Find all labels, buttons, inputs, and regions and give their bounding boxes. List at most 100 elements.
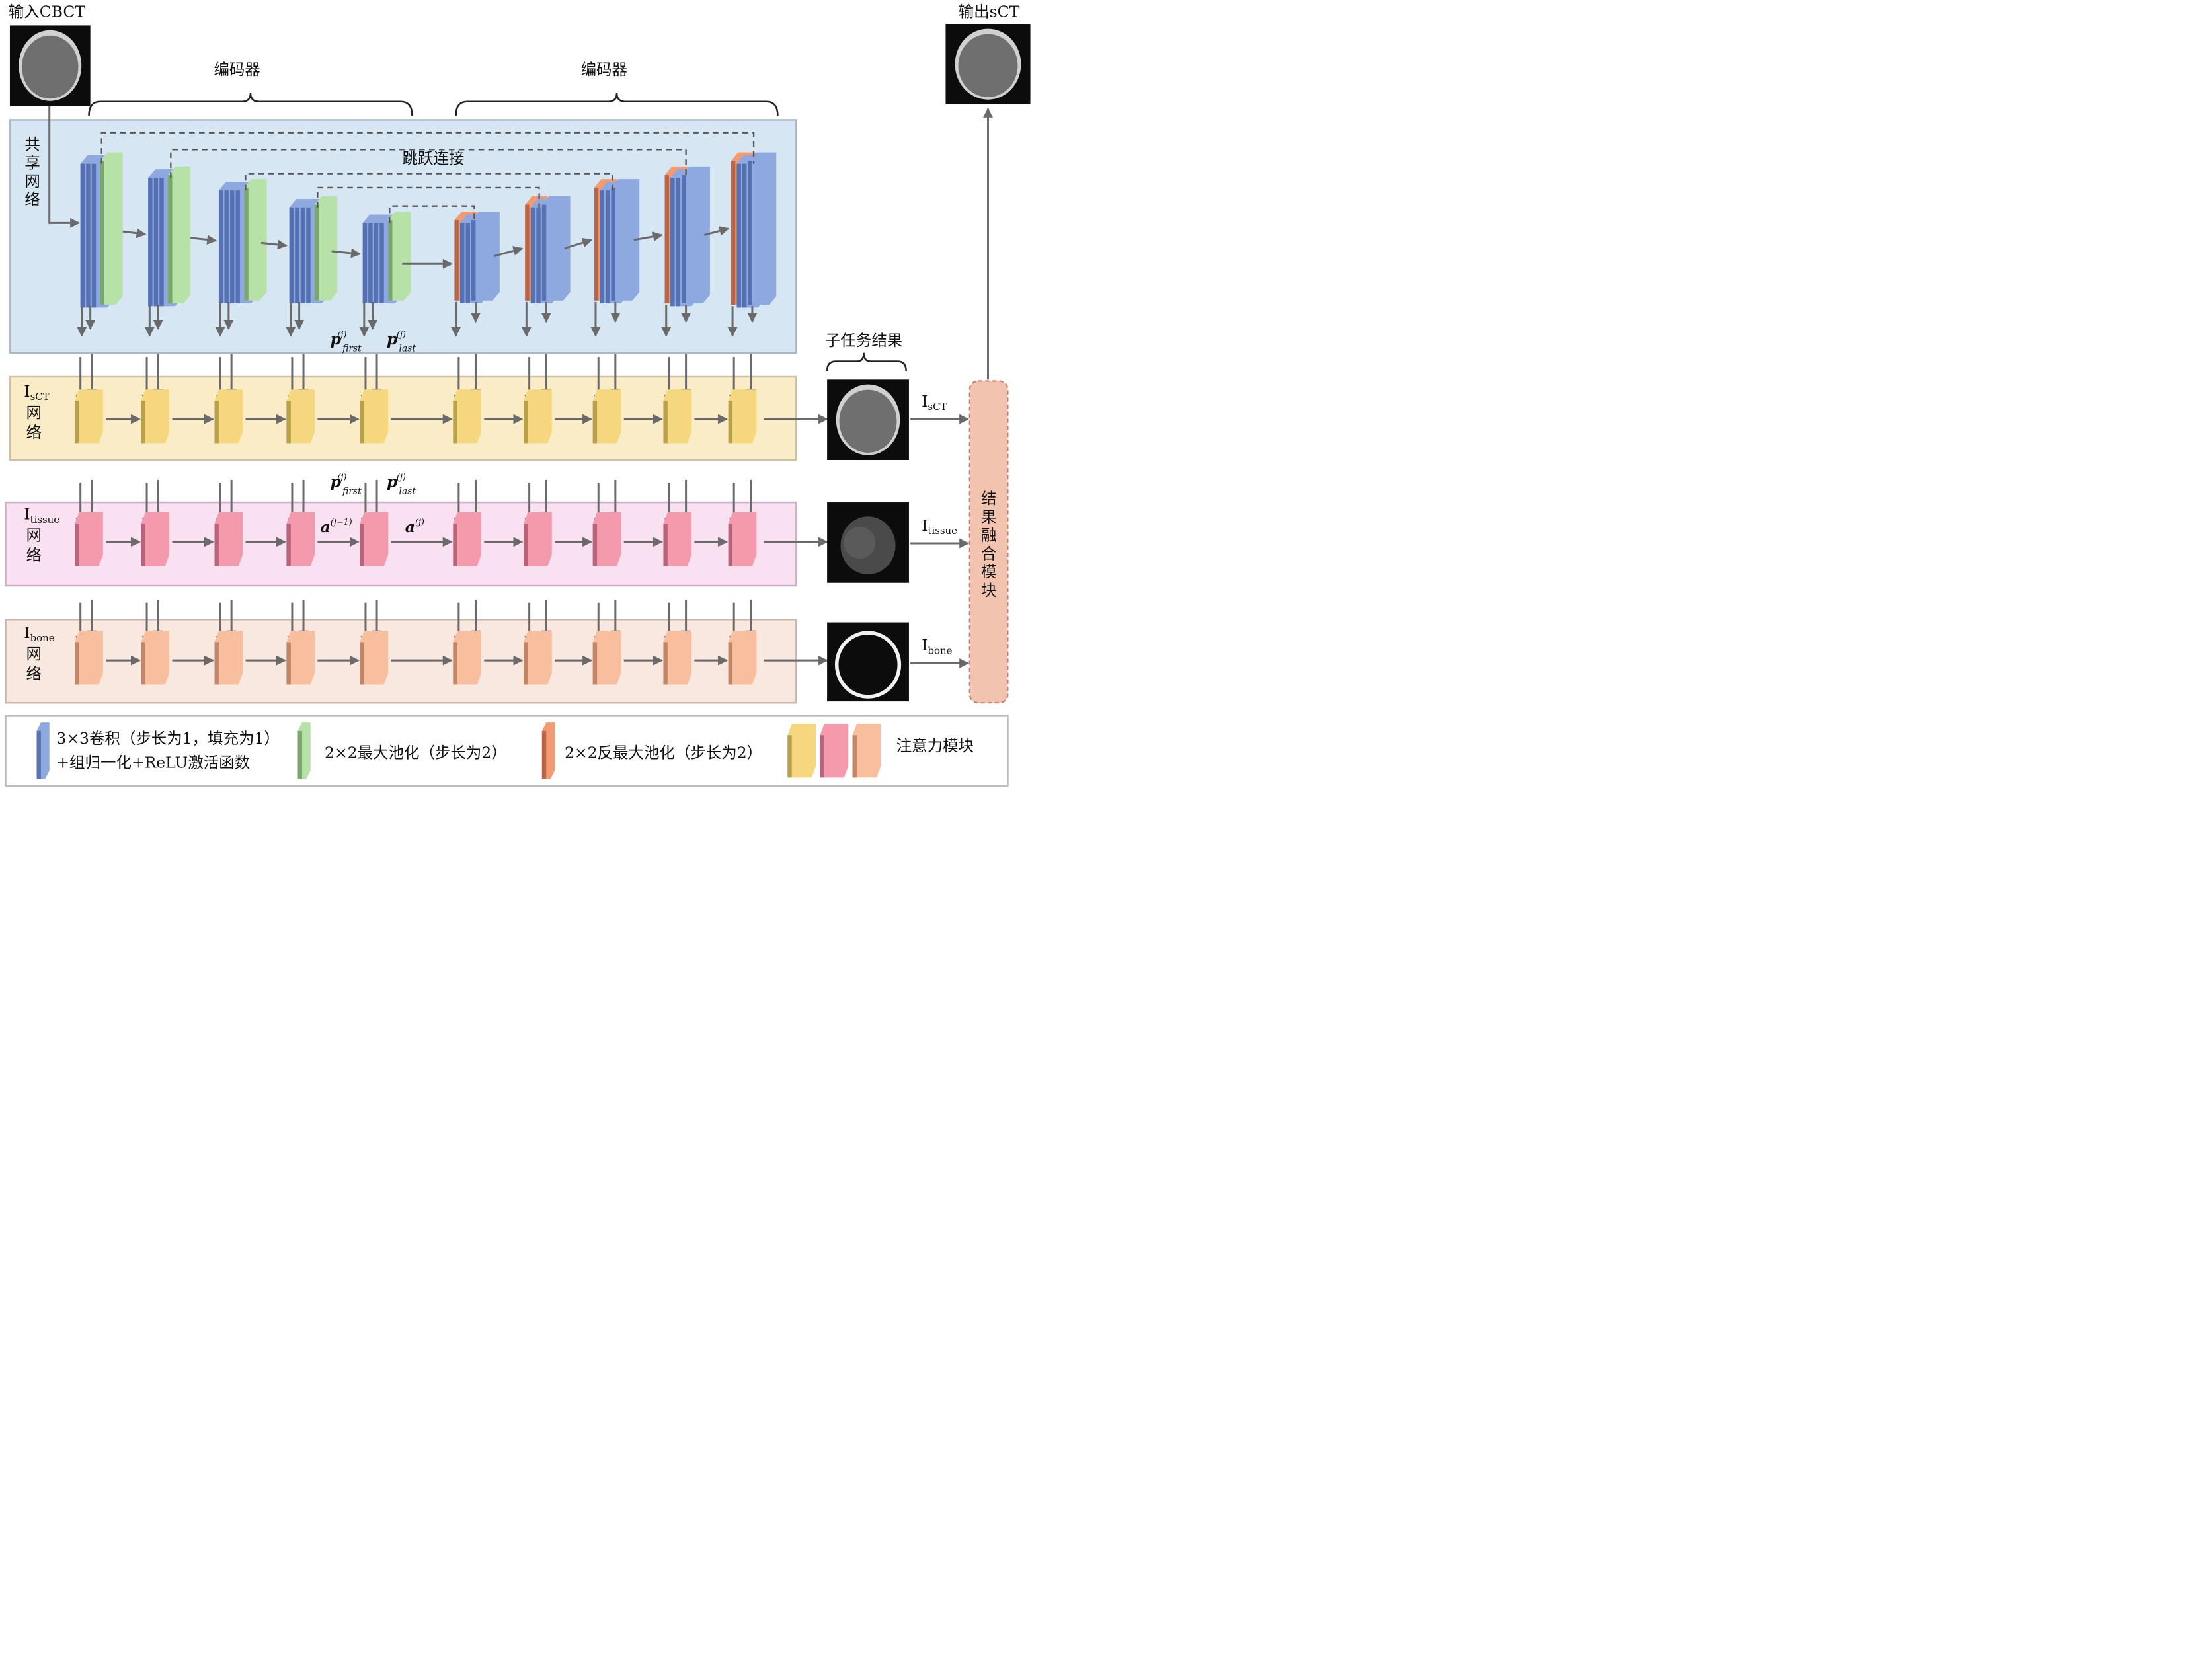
conv-layer-edge — [80, 163, 85, 308]
attention-module-tissue — [214, 512, 243, 566]
conv-layer-edge — [300, 207, 305, 304]
attention-module-bone-edge — [663, 642, 668, 685]
attention-module-sct-edge — [728, 401, 733, 444]
attention-module-tissue — [453, 512, 482, 566]
shared-net-char: 络 — [24, 190, 40, 209]
row-wang-sct: 网 — [26, 403, 42, 422]
conv-layer-edge — [742, 163, 747, 308]
attention-module-tissue-edge — [663, 524, 668, 566]
skip-connection — [100, 132, 755, 164]
attention-module-tissue-edge — [214, 524, 219, 566]
encoder-brace-left — [88, 93, 413, 116]
attention-module-sct-edge — [592, 401, 598, 444]
decoder-arrow — [564, 237, 592, 250]
attention-module-bone — [524, 631, 552, 685]
pool-layer — [388, 212, 411, 301]
subtask-label: 子任务结果 — [825, 331, 902, 350]
attention-module-sct-edge — [141, 401, 145, 444]
attention-module-tissue-edge — [524, 524, 528, 566]
pool-layer — [315, 196, 338, 301]
fusion-module — [968, 380, 1009, 704]
attention-module-tissue — [141, 512, 170, 566]
attention-module-tissue — [728, 512, 757, 566]
output-label: 输出sCT — [959, 3, 1020, 21]
attention-module-tissue-edge — [75, 524, 79, 566]
legend-unpool-label: 2×2反最大池化（步长为2） — [565, 743, 762, 761]
pool-layer-edge — [244, 187, 249, 301]
input-label: 输入CBCT — [9, 3, 86, 21]
attention-module-sct-edge — [214, 401, 219, 444]
conv-layer-edge — [148, 178, 153, 307]
attention-module-sct — [728, 389, 757, 444]
a-symbol: a(j) — [405, 518, 424, 536]
attention-module-bone — [453, 631, 482, 685]
attention-module-sct-edge — [286, 401, 291, 444]
unpool-layer-edge — [594, 187, 599, 301]
attention-module-tissue — [663, 512, 692, 566]
legend-attn-swatch-bone-edge — [852, 735, 857, 778]
encoder-arrow — [331, 248, 361, 258]
encoder-arrow — [190, 235, 217, 245]
conv-layer-edge — [536, 207, 541, 304]
legend-attn-swatch-bone — [852, 724, 881, 778]
decoder-arrow — [493, 246, 524, 257]
attention-module-tissue — [524, 512, 552, 566]
encoder-label-right: 编码器 — [581, 60, 627, 79]
conv-layer — [541, 196, 571, 301]
attention-module-tissue-edge — [360, 524, 364, 566]
input-arrow — [48, 106, 81, 228]
conv-layer — [748, 152, 777, 305]
subtask-image-tissue-tissue-inner — [844, 526, 876, 559]
row-luo-sct: 络 — [26, 423, 42, 442]
conv-layer-edge — [235, 190, 240, 304]
conv-layer-edge — [362, 223, 368, 304]
attention-module-bone-edge — [214, 642, 219, 685]
attention-module-tissue-edge — [592, 524, 598, 566]
skip-connection — [389, 205, 475, 223]
shared-net-char: 共 — [24, 135, 40, 153]
subtask-image-bone-bg — [827, 622, 909, 702]
subtask-image-bone — [827, 622, 909, 702]
subtask-image-tissue — [827, 502, 909, 583]
attention-module-bone-edge — [453, 642, 457, 685]
conv-layer — [471, 212, 500, 301]
p-first-symbol: pfirst(j) — [331, 330, 362, 354]
p-last-symbol-tissue: plast(j) — [387, 473, 416, 497]
attention-module-bone — [75, 631, 103, 685]
attention-module-bone-edge — [141, 642, 145, 685]
shared-net-char: 享 — [24, 153, 40, 172]
attention-module-tissue — [592, 512, 621, 566]
fusion-char: 果 — [981, 508, 996, 526]
conv-layer-edge — [541, 204, 547, 301]
encoder-arrow — [122, 228, 147, 239]
conv-layer-edge — [605, 190, 610, 304]
attention-module-bone — [286, 631, 315, 685]
pool-layer-edge — [100, 161, 104, 305]
conv-layer-edge — [218, 190, 223, 304]
attention-module-tissue-edge — [453, 524, 457, 566]
pool-layer-edge — [388, 220, 393, 301]
p-last-symbol: plast(j) — [387, 330, 416, 354]
conv-layer-edge — [159, 178, 164, 307]
conv-layer-edge — [670, 178, 675, 307]
unpool-layer-edge — [664, 175, 669, 304]
conv-layer-edge — [530, 207, 535, 304]
attention-module-sct — [141, 389, 170, 444]
encoder-arrow — [260, 239, 288, 250]
pool-layer — [244, 179, 267, 301]
conv-layer-edge — [465, 223, 470, 304]
attention-module-sct — [663, 389, 692, 444]
output-sct-image — [945, 24, 1031, 104]
conv-layer-edge — [460, 223, 465, 304]
conv-layer-edge — [230, 190, 235, 304]
fusion-char: 块 — [981, 581, 996, 600]
legend-conv-swatch-edge — [36, 730, 41, 779]
subtask-label-tissue: Itissue — [922, 516, 957, 537]
conv-layer-edge — [153, 178, 159, 307]
decoder-arrow — [703, 226, 730, 236]
conv-layer-edge — [295, 207, 299, 304]
a-prev-symbol: a(j−1) — [321, 518, 352, 536]
attention-module-bone-edge — [360, 642, 364, 685]
attention-module-sct — [75, 389, 103, 444]
